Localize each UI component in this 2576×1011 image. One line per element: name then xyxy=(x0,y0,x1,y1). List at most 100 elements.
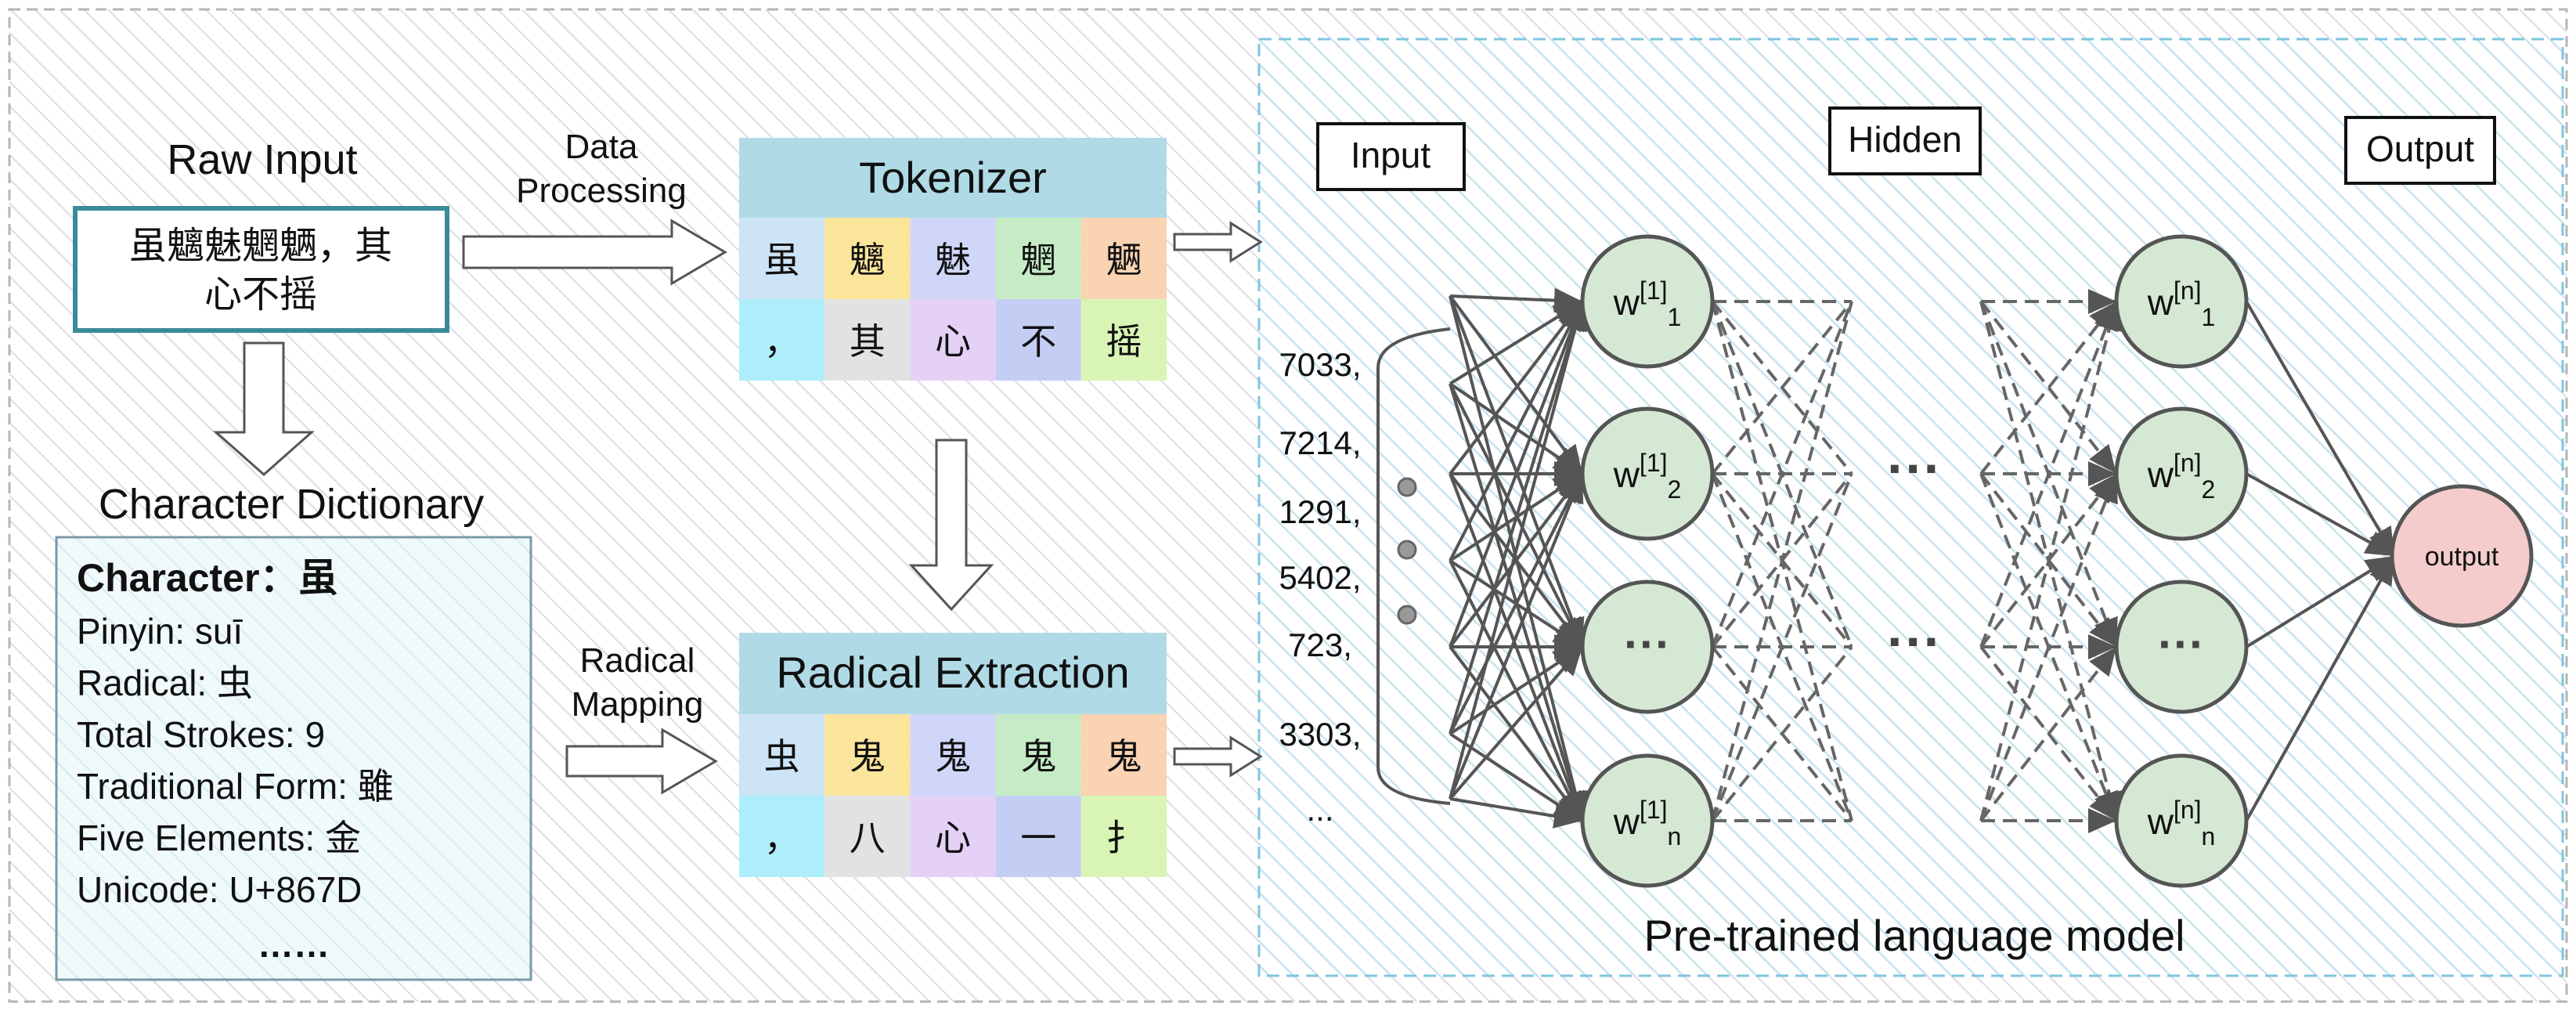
token-id-1: 7033, xyxy=(1279,346,1361,383)
hidden-edge-b-56 xyxy=(1979,473,2118,821)
hidden-edge-b-38 xyxy=(1979,300,2118,475)
data-processing-arrow xyxy=(462,218,727,286)
tokenizer-char-1-4: 魍 xyxy=(1020,239,1056,281)
raw-input-title: Raw Input xyxy=(167,136,357,183)
hidden-edge-b-58 xyxy=(1979,645,2118,822)
tokenizer-char-2-2: 其 xyxy=(850,320,886,363)
radical-char-2-5: 扌 xyxy=(1106,817,1142,859)
bracket-dot-2 xyxy=(1397,540,1417,560)
network-nodes: w[1]1 w[1]2 ··· w[1]n w[n]1 w[n]2 ··· w[… xyxy=(1580,234,2534,888)
tokenizer-grid: 虽魑魅魍魉，其心不摇 xyxy=(739,218,1167,381)
tokenizer-char-1-2: 魑 xyxy=(850,239,886,281)
radical-cell-2-4 xyxy=(995,796,1081,877)
tokenizer-cell-2-4 xyxy=(995,299,1081,381)
dictionary-box-tint xyxy=(58,539,529,978)
radical-char-2-3: 心 xyxy=(935,817,971,859)
node-l1-dots xyxy=(1580,580,1715,714)
radical-mapping-arrow xyxy=(565,728,718,795)
radical-char-2-2: 八 xyxy=(850,817,886,859)
between-layers-dots-2: ··· xyxy=(1887,611,1942,672)
tokenizer-title: Tokenizer xyxy=(859,153,1047,202)
input-label-box xyxy=(1316,122,1466,191)
dict-traditional: Traditional Form: 雖 xyxy=(77,766,394,807)
tokenizer-char-1-3: 魅 xyxy=(935,239,971,281)
node-ln-n xyxy=(2114,753,2249,888)
output-label-box xyxy=(2344,116,2496,185)
tokenizer-header xyxy=(739,138,1167,218)
token-bracket xyxy=(1376,327,1451,805)
tokenizer-cell-2-2 xyxy=(824,299,911,381)
token-id-list: 7033,7214,1291,5402,723,3303,... xyxy=(1279,346,1361,828)
node-ln-n-label: w[n]n xyxy=(2147,796,2216,850)
node-l1-1 xyxy=(1580,234,1715,369)
between-layers-dots-1: ··· xyxy=(1887,438,1942,499)
radical-cell-1-2 xyxy=(824,714,911,796)
dict-unicode: Unicode: U+867D xyxy=(77,869,362,910)
output-label: Output xyxy=(2366,128,2474,169)
bracket-dot-1 xyxy=(1397,477,1417,497)
input-edge-1 xyxy=(1449,287,1583,313)
network-connections xyxy=(1449,287,2396,833)
down-arrow-to-dictionary xyxy=(213,341,315,477)
model-caption: Pre-trained language model xyxy=(1643,911,2185,960)
radical-char-1-4: 鬼 xyxy=(1020,735,1056,778)
input-edge-17 xyxy=(1449,301,1585,648)
hidden-edge-b-54 xyxy=(1979,301,2122,821)
radical-cell-2-3 xyxy=(910,796,996,877)
tokenizer-to-model-arrow xyxy=(1173,221,1263,263)
data-processing-label-2: Processing xyxy=(516,172,687,210)
radical-cell-2-1 xyxy=(739,796,825,877)
output-node xyxy=(2390,484,2534,628)
dict-character: Character：虽 xyxy=(77,556,337,600)
hidden-edge-b-46 xyxy=(1979,301,2118,648)
node-l1-n xyxy=(1580,753,1715,888)
token-id-2: 7214, xyxy=(1279,424,1361,461)
radical-cell-1-4 xyxy=(995,714,1081,796)
node-ln-dots xyxy=(2114,580,2249,714)
dict-pinyin: Pinyin: suī xyxy=(77,611,243,652)
raw-input-box xyxy=(73,206,449,333)
output-node-label: output xyxy=(2425,542,2499,572)
radical-cell-1-1 xyxy=(739,714,825,796)
tokenizer-cell-1-4 xyxy=(995,218,1081,299)
input-edge-28 xyxy=(1449,797,1583,829)
token-id-3: 1291, xyxy=(1279,493,1361,530)
token-id-5: 723, xyxy=(1288,626,1352,663)
node-ln-1 xyxy=(2114,234,2249,369)
node-ln-2-label: w[n]2 xyxy=(2147,449,2216,504)
input-edge-22 xyxy=(1449,473,1584,735)
tokenizer-char-2-1: ， xyxy=(764,320,800,363)
tokenizer-cell-1-5 xyxy=(1081,218,1167,299)
radical-mapping-label-2: Mapping xyxy=(572,685,704,724)
radical-cell-2-5 xyxy=(1081,796,1167,877)
tokenizer-cell-2-3 xyxy=(910,299,996,381)
output-edge-64 xyxy=(2245,555,2396,821)
radical-char-1-1: 虫 xyxy=(764,735,800,778)
input-edge-25 xyxy=(1449,301,1588,800)
tokenizer-char-2-3: 心 xyxy=(935,320,971,363)
radical-cell-2-2 xyxy=(824,796,911,877)
node-ln-dots-label: ··· xyxy=(2158,618,2205,670)
input-edge-21 xyxy=(1449,301,1586,735)
tokenizer-char-2-4: 不 xyxy=(1020,320,1056,363)
token-id-4: 5402, xyxy=(1279,559,1361,596)
tokenizer-cell-1-3 xyxy=(910,218,996,299)
hidden-edge-a-45 xyxy=(1711,301,1853,648)
input-edge-27 xyxy=(1449,645,1584,800)
node-l1-2-label: w[1]2 xyxy=(1613,449,1682,504)
dict-radical: Radical: 虫 xyxy=(77,663,253,703)
tokenizer-char-1-5: 魉 xyxy=(1106,239,1142,281)
token-id-6: 3303, xyxy=(1279,716,1361,753)
hidden-label: Hidden xyxy=(1848,119,1962,160)
tokenizer-char-1-1: 虽 xyxy=(764,239,800,281)
radical-extraction-header xyxy=(739,633,1167,714)
hidden-edge-b-32 xyxy=(1979,300,2118,475)
output-edge-62 xyxy=(2246,472,2395,558)
radical-char-2-4: 一 xyxy=(1020,817,1056,859)
down-arrow-to-radical xyxy=(908,439,994,612)
radical-cell-1-3 xyxy=(910,714,996,796)
radical-to-model-arrow xyxy=(1173,735,1263,778)
tokenizer-cell-2-1 xyxy=(739,299,825,381)
input-edge-20 xyxy=(1449,645,1584,822)
input-label: Input xyxy=(1351,135,1431,175)
